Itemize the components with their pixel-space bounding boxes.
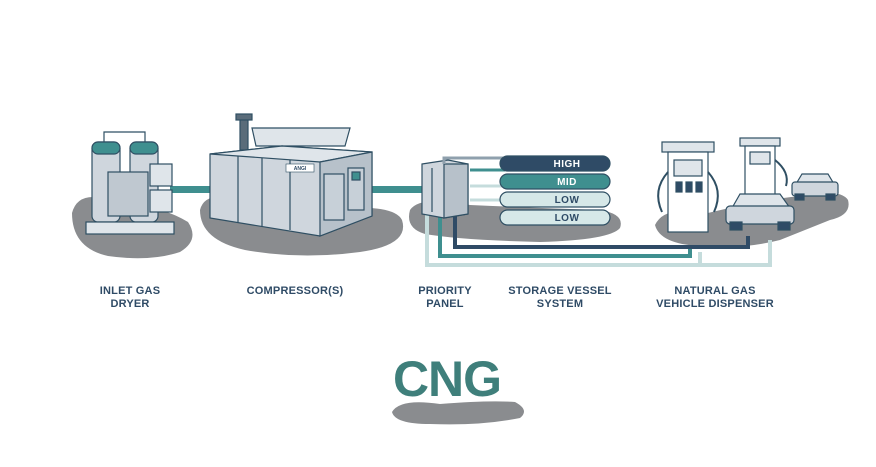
storage-vessel-icon [499,173,611,190]
compressor-icon: ANGI [209,113,373,237]
storage-vessel-4: LOW [499,209,611,226]
gas-dryer-icon [85,131,175,235]
storage-vessel-label: HIGH [554,159,581,170]
storage-vessel-system: HIGH MID LOW LOW [499,155,611,226]
storage-vessel-1: HIGH [499,155,611,172]
storage-vessel-label: LOW [555,213,580,224]
storage-vessel-label: MID [557,177,577,188]
priority-panel-icon [421,156,505,219]
fuel-dispenser-icon [657,141,719,233]
storage-vessel-3: LOW [499,191,611,208]
pipe-compressor-panel [372,186,422,193]
cng-logo-ground [392,401,524,425]
storage-vessel-icon [499,155,611,172]
pipe-dryer-compressor [170,186,210,193]
underground-lines [425,215,772,267]
label-compressor: COMPRESSOR(S) [246,285,344,297]
fuel-dispenser-icon [739,137,788,203]
storage-vessel-label: LOW [555,195,580,206]
car-icon [725,193,795,231]
compressor-brand: ANGI [294,166,307,172]
cng-logo: CNG [393,351,501,407]
storage-vessel-2: MID [499,173,611,190]
car-icon [791,173,839,201]
storage-vessel-icon [499,191,611,208]
storage-vessel-icon [499,209,611,226]
